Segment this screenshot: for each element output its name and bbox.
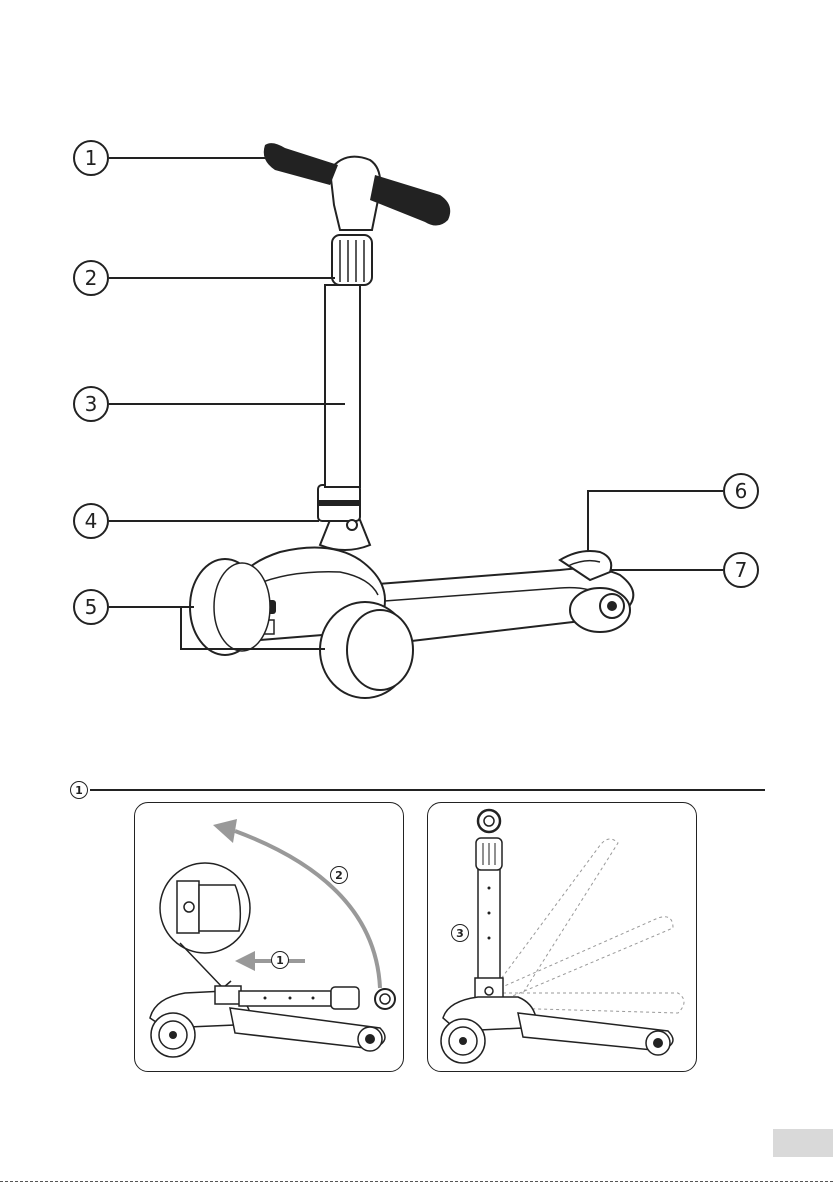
section-number: 1 bbox=[70, 781, 88, 799]
step-1-label: 1 bbox=[271, 951, 289, 969]
folding-steps-panel-1: 2 1 bbox=[134, 802, 404, 1072]
scooter-folded-illustration bbox=[428, 803, 698, 1073]
callout-2: 2 bbox=[73, 260, 109, 296]
callout-7: 7 bbox=[723, 552, 759, 588]
callout-4: 4 bbox=[73, 503, 109, 539]
leader-line-3 bbox=[109, 403, 345, 405]
section-rule bbox=[90, 789, 765, 791]
leader-line-5c bbox=[180, 648, 325, 650]
leader-line-6a bbox=[587, 490, 723, 492]
callout-3: 3 bbox=[73, 386, 109, 422]
callout-6: 6 bbox=[723, 473, 759, 509]
callout-5: 5 bbox=[73, 589, 109, 625]
leader-line-5b bbox=[180, 606, 182, 650]
step-2-label: 2 bbox=[330, 866, 348, 884]
step-3-label: 3 bbox=[451, 924, 469, 942]
scooter-folding-illustration bbox=[135, 803, 405, 1073]
footer-cut-line bbox=[0, 1181, 833, 1182]
page-number-tab bbox=[773, 1129, 833, 1157]
folding-steps-panel-2: 3 bbox=[427, 802, 697, 1072]
leader-line-2 bbox=[109, 277, 335, 279]
leader-line-7 bbox=[610, 569, 723, 571]
leader-line-4 bbox=[109, 520, 319, 522]
callout-1: 1 bbox=[73, 140, 109, 176]
leader-line-1 bbox=[109, 157, 265, 159]
scooter-illustration bbox=[0, 0, 833, 760]
leader-line-6b bbox=[587, 490, 589, 552]
